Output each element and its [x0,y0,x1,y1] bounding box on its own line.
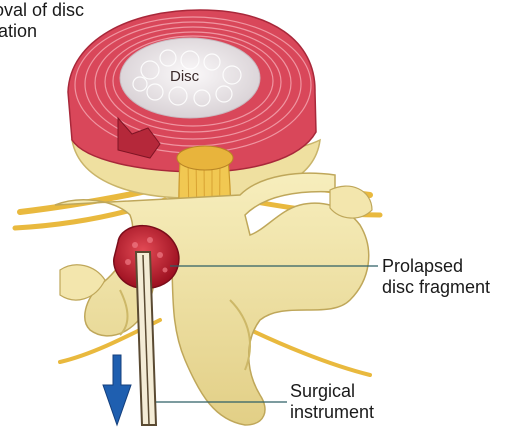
prolapsed-label-line-2: disc fragment [382,277,490,298]
surgical-instrument-label: Surgical instrument [290,381,374,423]
direction-arrow-icon [103,355,131,425]
prolapsed-label-line-1: Prolapsed [382,256,490,277]
title-line-2: iation [0,21,84,42]
prolapsed-fragment-label: Prolapsed disc fragment [382,256,490,298]
figure-title: oval of disc iation [0,0,84,42]
title-line-1: oval of disc [0,0,84,21]
disc-label: Disc [170,68,199,85]
instrument-label-line-2: instrument [290,402,374,423]
instrument-label-line-1: Surgical [290,381,374,402]
